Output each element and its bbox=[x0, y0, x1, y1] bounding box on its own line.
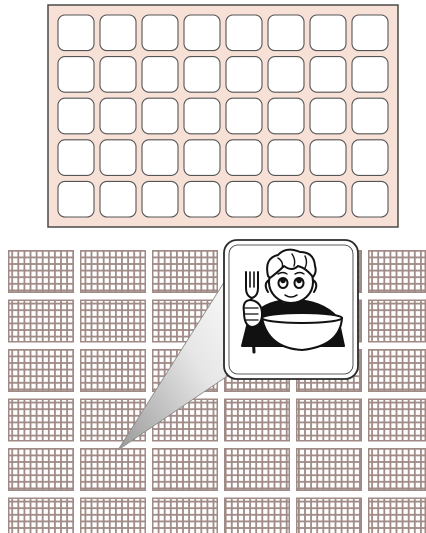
board-cell bbox=[226, 57, 262, 93]
mini-board bbox=[80, 349, 146, 392]
board-cell bbox=[226, 15, 262, 51]
mini-board bbox=[80, 448, 146, 491]
board-cell bbox=[268, 181, 304, 217]
board-cell bbox=[100, 15, 136, 51]
mini-board bbox=[224, 498, 290, 533]
mini-board bbox=[80, 250, 146, 293]
board-cell bbox=[310, 140, 346, 176]
board-cell bbox=[184, 140, 220, 176]
board-cell bbox=[226, 140, 262, 176]
board-cell bbox=[58, 98, 94, 134]
mini-board bbox=[80, 498, 146, 533]
board-cell bbox=[310, 98, 346, 134]
mini-board bbox=[8, 498, 74, 533]
mini-board bbox=[224, 448, 290, 491]
mini-board bbox=[152, 498, 218, 533]
board-cell bbox=[352, 181, 388, 217]
board-cell bbox=[226, 98, 262, 134]
board-cell bbox=[58, 181, 94, 217]
mini-board bbox=[368, 448, 426, 491]
board-cell bbox=[142, 57, 178, 93]
mini-board bbox=[368, 349, 426, 392]
board-cell bbox=[58, 15, 94, 51]
mini-board bbox=[296, 498, 362, 533]
board-cell bbox=[268, 57, 304, 93]
mini-board bbox=[368, 300, 426, 343]
mini-board bbox=[152, 448, 218, 491]
board-cell bbox=[184, 15, 220, 51]
board-cell bbox=[184, 98, 220, 134]
board-cell bbox=[142, 181, 178, 217]
board-cell bbox=[352, 15, 388, 51]
mini-board bbox=[152, 250, 218, 293]
board-cell bbox=[184, 57, 220, 93]
board-cell bbox=[184, 181, 220, 217]
mini-board bbox=[296, 448, 362, 491]
board-cell bbox=[310, 15, 346, 51]
mini-board bbox=[368, 399, 426, 442]
mini-board bbox=[224, 399, 290, 442]
board-cell bbox=[352, 57, 388, 93]
board-cell bbox=[142, 15, 178, 51]
mini-board bbox=[8, 300, 74, 343]
board-cell bbox=[58, 57, 94, 93]
board-cell bbox=[268, 98, 304, 134]
board-cell bbox=[352, 140, 388, 176]
mini-board bbox=[8, 399, 74, 442]
board-cell bbox=[310, 181, 346, 217]
mini-board bbox=[8, 250, 74, 293]
board-cell bbox=[58, 140, 94, 176]
board-cell bbox=[142, 98, 178, 134]
board-cell bbox=[100, 181, 136, 217]
communication-board bbox=[48, 5, 398, 227]
mini-board bbox=[8, 448, 74, 491]
board-cell bbox=[142, 140, 178, 176]
board-cell bbox=[352, 98, 388, 134]
board-cell bbox=[268, 15, 304, 51]
mini-board bbox=[368, 250, 426, 293]
board-cell bbox=[226, 181, 262, 217]
mini-board bbox=[368, 498, 426, 533]
board-cell bbox=[100, 140, 136, 176]
mini-board bbox=[80, 300, 146, 343]
mini-board bbox=[8, 349, 74, 392]
board-cell bbox=[310, 57, 346, 93]
mini-board bbox=[296, 399, 362, 442]
board-cell bbox=[268, 140, 304, 176]
board-collection bbox=[8, 250, 426, 533]
board-cell bbox=[100, 57, 136, 93]
board-cell bbox=[100, 98, 136, 134]
